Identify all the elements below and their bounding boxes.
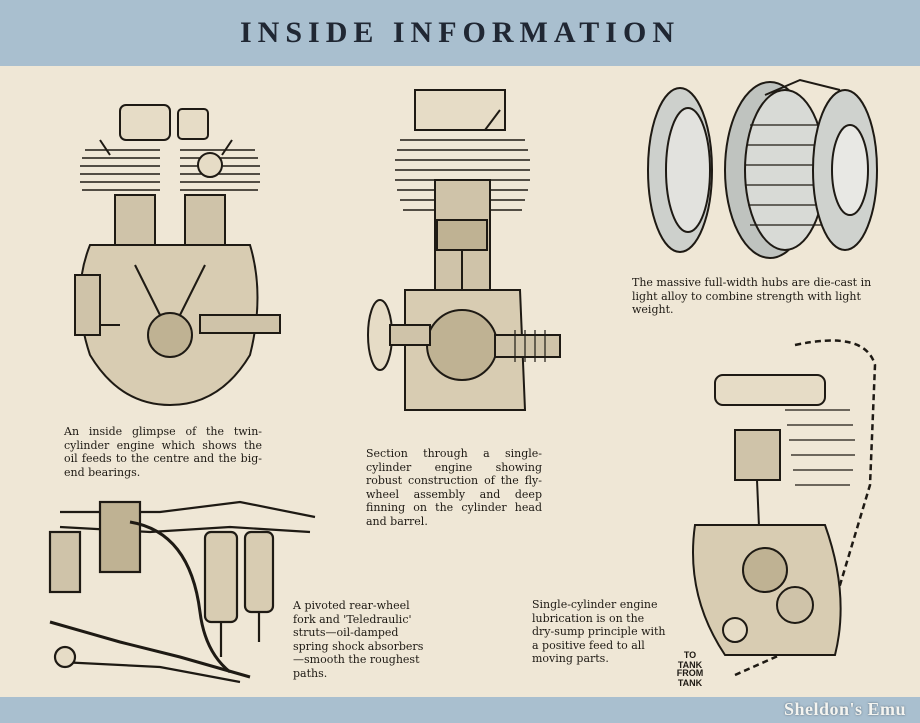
hubs-illustration: [640, 75, 885, 270]
rear-fork-caption: A pivoted rear-wheel fork and 'Teledraul…: [293, 599, 424, 680]
footer-band: [0, 697, 920, 723]
hubs-caption: The massive full-width hubs are die-cast…: [632, 276, 872, 316]
from-tank-label: FROM TANK: [676, 668, 704, 688]
rear-fork-illustration: [40, 492, 325, 692]
single-cylinder-section-illustration: [365, 80, 565, 430]
twin-engine-illustration: [60, 95, 285, 415]
header-banner: INSIDE INFORMATION: [0, 0, 920, 66]
watermark-text: Sheldon's Emu: [783, 699, 906, 719]
to-tank-label: TO TANK: [677, 650, 703, 670]
page-title: INSIDE INFORMATION: [240, 16, 680, 49]
twin-engine-caption: An inside glimpse of the twin-cylinder e…: [64, 425, 262, 479]
lubrication-caption: Single-cylinder engine lubrication is on…: [532, 598, 666, 665]
single-section-caption: Section through a single-cylinder engine…: [366, 447, 542, 528]
lubrication-illustration: [675, 335, 885, 690]
